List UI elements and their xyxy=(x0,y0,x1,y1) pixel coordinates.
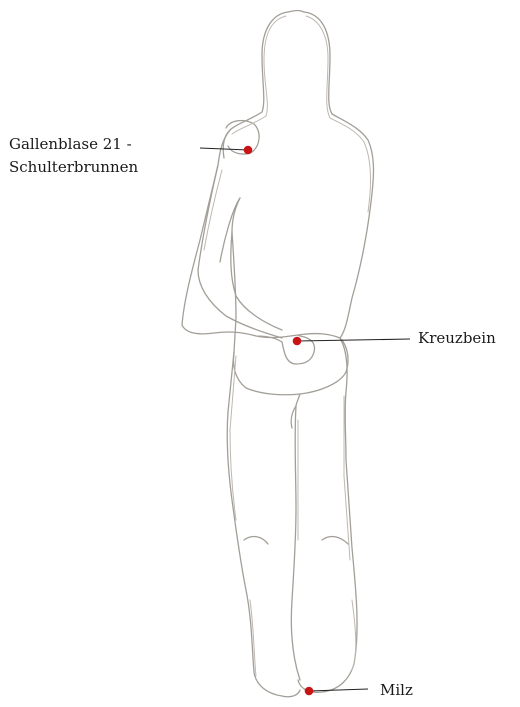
label-gallenblase-21-line2: Schulterbrunnen xyxy=(9,156,138,179)
acupoint-markers xyxy=(244,146,314,696)
label-milz: Milz xyxy=(380,679,413,702)
leader-line-milz xyxy=(309,689,368,691)
marker-kreuzbein xyxy=(293,337,302,346)
marker-milz xyxy=(305,687,314,696)
label-gallenblase-21: Gallenblase 21 - Schulterbrunnen xyxy=(9,133,138,179)
label-gallenblase-21-line1: Gallenblase 21 - xyxy=(9,133,138,156)
marker-gb21 xyxy=(244,146,253,155)
leader-line-gb21 xyxy=(200,148,248,150)
body-sketch xyxy=(182,11,374,697)
label-kreuzbein: Kreuzbein xyxy=(418,327,496,350)
leader-line-kreuzbein xyxy=(298,339,410,341)
